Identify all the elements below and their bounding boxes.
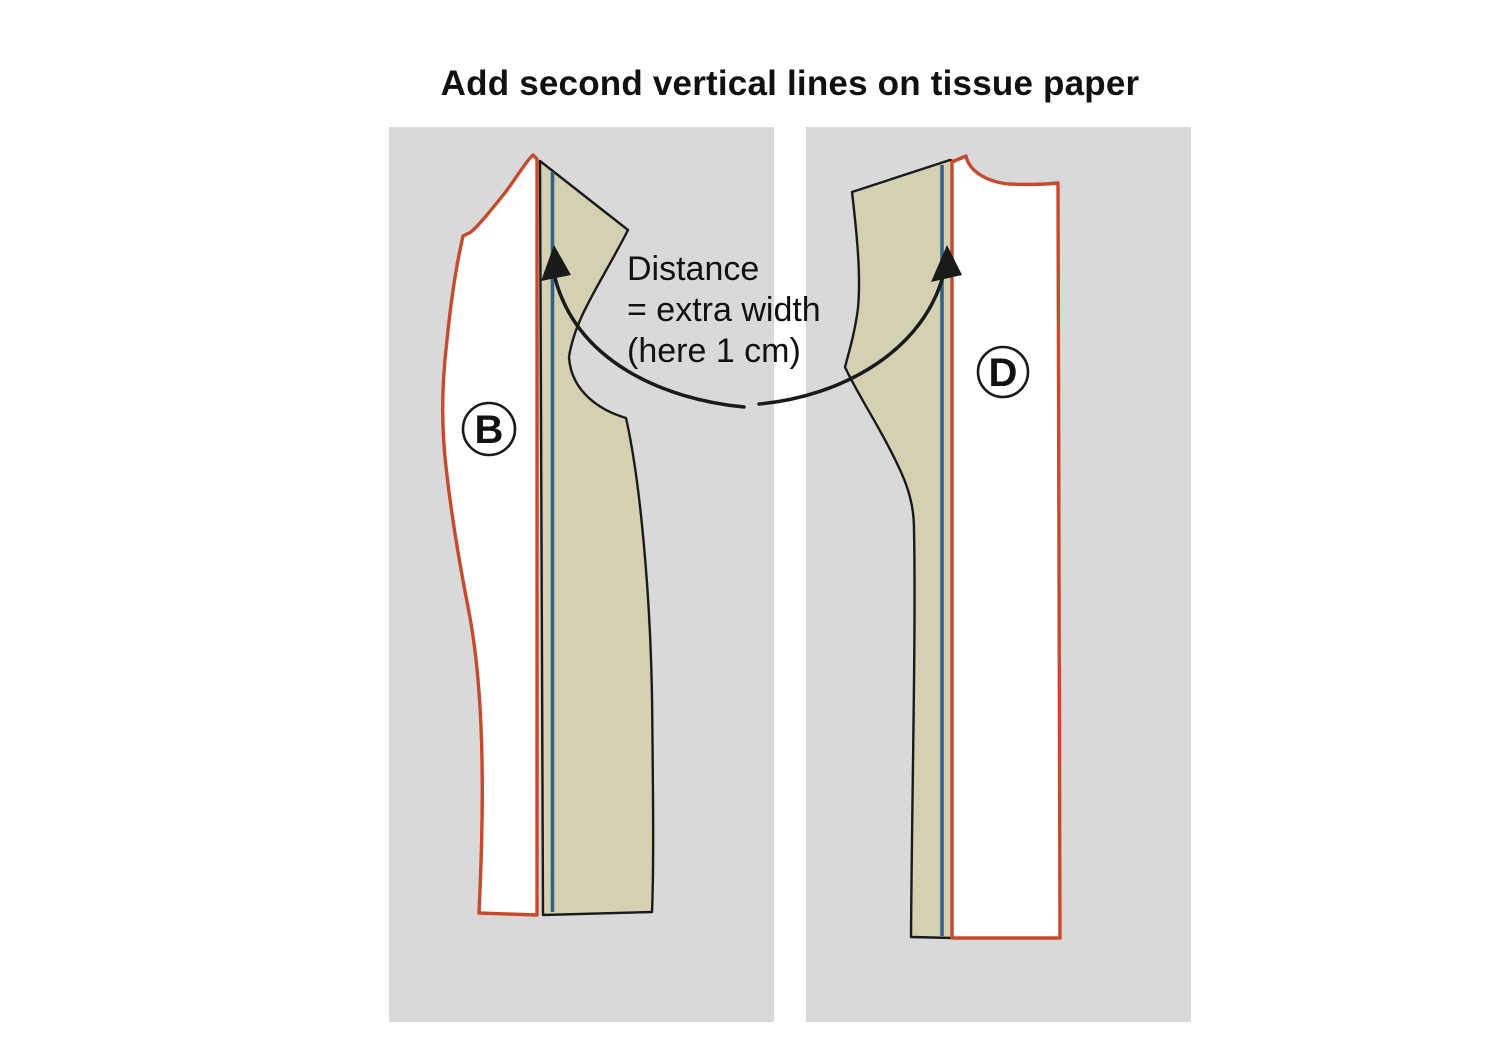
piece-d-tissue-extension — [843, 158, 955, 940]
piece-b-label: B — [475, 408, 504, 452]
piece-d-label: D — [989, 351, 1018, 395]
distance-annotation-line-3: (here 1 cm) — [627, 332, 801, 370]
distance-annotation: Distance = extra width (here 1 cm) — [627, 249, 821, 372]
distance-annotation-line-1: Distance — [627, 250, 760, 288]
arrow-to-piece-d-head — [931, 245, 962, 282]
arrow-to-piece-d-curve — [757, 266, 947, 406]
arrow-to-piece-b-head — [541, 245, 571, 281]
piece-d-label-circle — [976, 345, 1030, 399]
piece-b-pattern — [441, 153, 539, 917]
piece-b-label-circle — [461, 401, 517, 457]
page-title: Add second vertical lines on tissue pape… — [440, 64, 1140, 103]
arrow-to-piece-b-curve — [553, 276, 746, 409]
distance-annotation-line-2: = extra width — [627, 291, 821, 329]
piece-d-pattern — [950, 154, 1062, 940]
